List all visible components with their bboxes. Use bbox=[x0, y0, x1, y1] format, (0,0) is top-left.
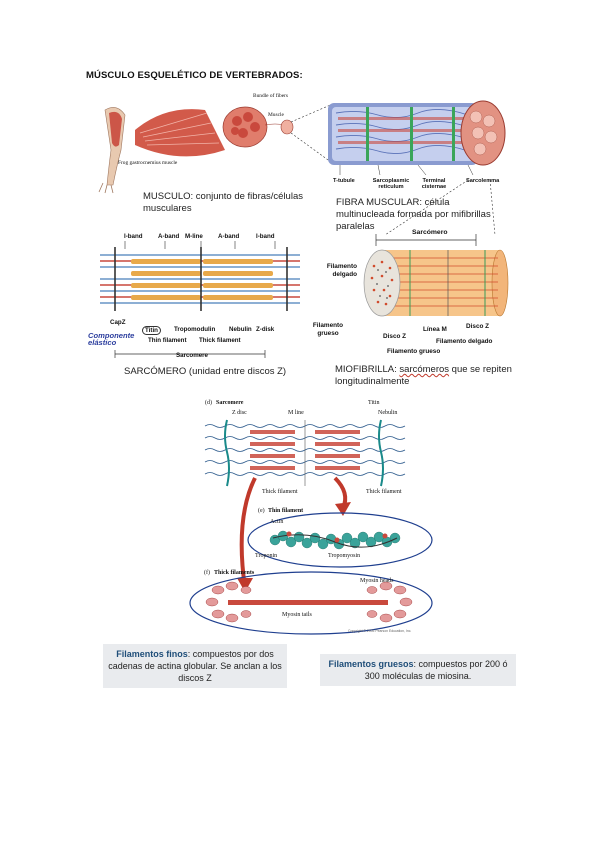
label-disco-z-1: Disco Z bbox=[383, 333, 407, 340]
label-iband-2: I-band bbox=[256, 233, 275, 240]
label-filamento-delgado: Filamento delgado bbox=[326, 263, 357, 278]
label-z-disc: Z disc bbox=[232, 410, 247, 416]
zoom-arrows bbox=[237, 476, 351, 592]
label-nebulin-lower: Nebulin bbox=[378, 410, 398, 416]
label-f: (f) bbox=[204, 570, 210, 576]
thick-filaments-lead: Filamentos gruesos bbox=[328, 659, 414, 669]
label-troponin: Troponin bbox=[255, 553, 278, 559]
thick-filaments-text: : compuestos por 200 ó 300 moléculas de … bbox=[364, 659, 508, 681]
label-thick-filament: Thick filament bbox=[199, 337, 241, 344]
label-muscle: Muscle bbox=[268, 112, 284, 118]
label-aband-2: A-band bbox=[218, 233, 240, 240]
label-bundle: Bundle of fibers bbox=[253, 93, 289, 99]
label-actin: Actin bbox=[270, 519, 284, 525]
myofibril-caption-mid: : bbox=[394, 364, 400, 375]
label-titin-lower: Titin bbox=[368, 400, 380, 406]
label-linea-m: Línea M bbox=[423, 326, 447, 333]
myofibril-caption-underlined: sarcómeros bbox=[399, 364, 450, 375]
thick-filament-ring bbox=[189, 571, 433, 635]
fine-filaments-box: Filamentos finos: compuestos por dos cad… bbox=[103, 644, 287, 688]
myofibril-illustration bbox=[363, 249, 509, 317]
label-e: (e) bbox=[258, 508, 265, 514]
muscle-caption: MUSCULO: conjunto de fibras/células musc… bbox=[143, 191, 303, 214]
label-sarcolemma: Sarcolemma bbox=[466, 178, 500, 184]
label-aband-1: A-band bbox=[158, 233, 180, 240]
muscle-illustration bbox=[98, 102, 336, 194]
label-thin-filament: Thin filament bbox=[148, 337, 187, 344]
sarcomere-span-bracket bbox=[114, 350, 266, 358]
label-frog: Frog gastrocnemius muscle bbox=[118, 160, 178, 166]
label-thick-filaments-title: Thick filaments bbox=[214, 570, 255, 576]
label-d: (d) bbox=[205, 400, 212, 406]
label-disco-z-2: Disco Z bbox=[466, 323, 490, 330]
copyright-credit: Copyright © 2005 Pearson Education, Inc. bbox=[348, 629, 412, 633]
sarcomero-bracket bbox=[375, 234, 477, 246]
label-thin-filament-title: Thin filament bbox=[268, 508, 304, 514]
fiber-caption-lead: FIBRA MUSCULAR bbox=[336, 197, 420, 208]
label-myosin-heads: Myosin heads bbox=[360, 578, 394, 584]
label-lower-sarcomere: Sarcomere bbox=[216, 400, 244, 406]
muscle-fiber-illustration bbox=[328, 100, 506, 176]
label-thick-filament-2: Thick filament bbox=[366, 489, 402, 495]
label-sr: Sarcoplasmic reticulum bbox=[372, 178, 410, 190]
fiber-zoom-lines bbox=[384, 179, 496, 236]
fine-filaments-text: : compuestos por dos cadenas de actina g… bbox=[108, 649, 282, 683]
label-m-line: M line bbox=[288, 410, 304, 416]
label-cisternae: Terminal cisternae bbox=[421, 178, 447, 190]
fine-filaments-lead: Filamentos finos bbox=[116, 649, 188, 659]
label-thick-filament-1: Thick filament bbox=[262, 489, 298, 495]
label-tropomyosin: Tropomyosin bbox=[328, 553, 361, 559]
myofibril-caption-lead: MIOFIBRILLA bbox=[335, 364, 395, 375]
page-title: MÚSCULO ESQUELÉTICO DE VERTEBRADOS: bbox=[86, 70, 303, 81]
elastic-component-label: Componente elástico bbox=[88, 331, 135, 347]
label-capz: CapZ bbox=[110, 319, 126, 326]
label-zdisk: Z-disk bbox=[256, 326, 275, 333]
lower-sarcomere-illustration bbox=[204, 419, 406, 487]
sarcomere-caption: SARCÓMERO (unidad entre discos Z) bbox=[124, 366, 287, 377]
label-sarcomere: Sarcomere bbox=[176, 352, 208, 359]
label-myosin-tails: Myosin tails bbox=[282, 612, 312, 618]
label-filamento-grueso-2: Filamento grueso bbox=[387, 348, 441, 355]
label-nebulin: Nebulin bbox=[229, 326, 252, 333]
label-tropomodulin: Tropomodulin bbox=[174, 326, 216, 333]
label-titin: Titin bbox=[142, 326, 161, 335]
label-iband-1: I-band bbox=[124, 233, 143, 240]
label-filamento-delgado-2: Filamento delgado bbox=[436, 338, 493, 345]
label-sarcomero: Sarcómero bbox=[410, 229, 450, 236]
label-filamento-grueso-left: Filamento grueso bbox=[312, 322, 344, 337]
label-mline: M-line bbox=[185, 233, 203, 240]
thin-filament-ring bbox=[247, 512, 433, 568]
thick-filaments-box: Filamentos gruesos: compuestos por 200 ó… bbox=[320, 654, 516, 686]
myofibril-caption-rest: que se repiten longitudinalmente bbox=[335, 364, 512, 387]
sarcomere-illustration bbox=[100, 241, 300, 311]
myofibril-caption: MIOFIBRILLA: sarcómeros que se repiten l… bbox=[335, 364, 515, 388]
label-ttubule: T-tubule bbox=[333, 178, 355, 184]
